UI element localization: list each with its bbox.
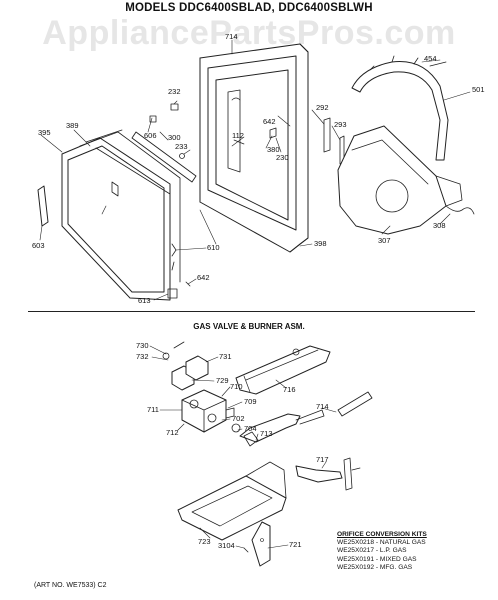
valve-coils (162, 341, 209, 391)
callout-732: 732 (136, 352, 149, 361)
callout-3104: 3104 (218, 541, 235, 550)
callout-112: 112 (232, 131, 244, 140)
duct-wire-308 (445, 205, 475, 215)
burner-tube (235, 345, 331, 395)
callout-395: 395 (38, 128, 51, 137)
callout-642-top: 642 (263, 117, 276, 126)
front-panel (199, 43, 309, 253)
callout-717: 717 (316, 455, 329, 464)
part-380 (269, 127, 277, 139)
art-number: (ART NO. WE7533) C2 (34, 582, 107, 589)
orifice-kit-row: WE25X0192 - MFG. GAS (337, 563, 413, 571)
part-606 (149, 115, 157, 123)
models-title: MODELS DDC6400SBLAD, DDC6400SBLWH (125, 2, 373, 14)
callout-709: 709 (244, 397, 257, 406)
door-handle (37, 185, 49, 227)
callout-730: 730 (136, 341, 149, 350)
orifice-kit-row: WE25X0217 - L.P. GAS (337, 547, 407, 555)
part-613 (167, 288, 178, 299)
callout-454: 454 (424, 54, 437, 63)
callout-721: 721 (289, 540, 302, 549)
callout-712: 712 (166, 428, 179, 437)
callout-714: 714 (225, 32, 238, 41)
callout-603: 603 (32, 241, 45, 250)
callout-710: 710 (230, 382, 243, 391)
leader-lines-top (39, 39, 471, 301)
callout-704: 704 (244, 424, 257, 433)
callout-308: 308 (433, 221, 446, 230)
burner-bracket (177, 461, 287, 541)
callout-398: 398 (314, 239, 327, 248)
gas-line-tube (239, 409, 325, 443)
leader-lines-bottom (149, 345, 337, 549)
callout-293: 293 (334, 120, 347, 129)
callout-380: 380 (267, 145, 280, 154)
callout-292: 292 (316, 103, 329, 112)
callout-711: 711 (147, 405, 159, 414)
screw-3104 (243, 547, 249, 553)
orifice-kits-title: ORIFICE CONVERSION KITS (337, 531, 427, 538)
orifice-kits-table: ORIFICE CONVERSION KITS WE25X0218 - NATU… (337, 531, 427, 572)
callout-300: 300 (168, 133, 181, 142)
callout-731: 731 (219, 352, 232, 361)
callout-606: 606 (144, 131, 157, 140)
orifice-kit-row: WE25X0191 - MIXED GAS (337, 555, 417, 563)
callout-610: 610 (207, 243, 220, 252)
part-232 (170, 103, 179, 111)
callout-723: 723 (198, 537, 211, 546)
section-divider (28, 311, 475, 312)
callout-389: 389 (66, 121, 79, 130)
igniter-assembly (295, 457, 361, 491)
callout-307: 307 (378, 236, 391, 245)
gas-valve (181, 389, 235, 433)
part-292 (323, 117, 331, 153)
valve-fittings (231, 423, 259, 447)
door-gasket (131, 131, 197, 183)
callout-702: 702 (232, 414, 245, 423)
callout-729: 729 (216, 376, 229, 385)
callout-642-bottom: 642 (197, 273, 210, 282)
callout-716: 716 (283, 385, 296, 394)
callout-501: 501 (472, 85, 485, 94)
callout-230: 230 (276, 153, 289, 162)
section-title: GAS VALVE & BURNER ASM. (193, 322, 305, 331)
callout-232: 232 (168, 87, 181, 96)
door-assembly (61, 129, 181, 301)
bulkhead-duct (337, 125, 463, 235)
bearing-ring (351, 55, 449, 161)
callout-613: 613 (138, 296, 151, 305)
callout-233: 233 (175, 142, 188, 151)
orifice-kit-row: WE25X0218 - NATURAL GAS (337, 539, 426, 547)
cross-over-tube-714 (337, 391, 373, 417)
callout-714-bottom: 714 (316, 402, 329, 411)
callout-713: 713 (260, 429, 273, 438)
support-bracket (251, 521, 271, 567)
part-233 (179, 153, 185, 159)
part-610 (171, 243, 177, 271)
